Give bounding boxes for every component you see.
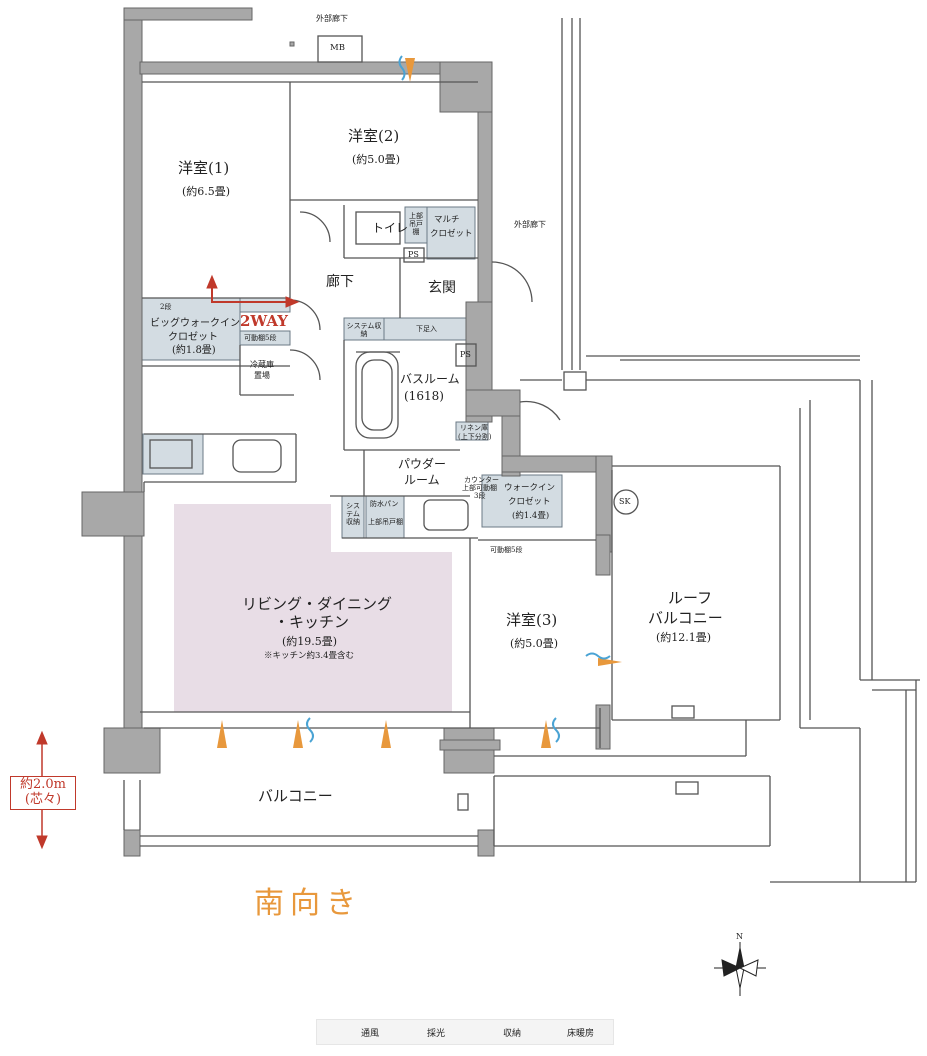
sk-label: SK (619, 497, 631, 506)
linen-label2: (上下分割) (458, 433, 492, 441)
room-western2-name: 洋室(2) (348, 127, 400, 145)
wic-size: (約1.4畳) (512, 511, 550, 521)
dimension-box: 約2.0m (芯々) (10, 776, 76, 810)
wic-label2: クロゼット (508, 497, 551, 507)
daylight-markers (217, 58, 622, 748)
shoe-box-label: 下足入 (416, 325, 437, 333)
two-way-arrow (206, 274, 300, 308)
walls (81, 7, 613, 857)
ps2-label: PS (460, 350, 471, 359)
legend-floor-heating: 床暖房 (567, 1029, 595, 1039)
hallway-name: 廊下 (326, 274, 354, 290)
linen-label1: リネン庫 (460, 424, 488, 432)
system-storage2-label: システム収納 (346, 502, 360, 527)
room-western2-size: (約5.0畳) (352, 153, 401, 166)
room-western1-size: (約6.5畳) (182, 185, 231, 198)
room-western3-size: (約5.0畳) (510, 637, 559, 650)
legend-daylight: 採光 (427, 1029, 446, 1039)
counter-label1: カウンター (464, 476, 499, 484)
compass-icon (714, 942, 766, 996)
floor-heating-area (174, 504, 452, 712)
waterproof-pan-label: 防水パン (370, 500, 399, 508)
orientation-label: 南向き (254, 886, 362, 921)
toilet-name: トイレ (372, 221, 409, 235)
big-wic-size: (約1.8畳) (172, 345, 216, 356)
ldk-name1: リビング・ダイニング (242, 595, 393, 613)
roof-balcony-name1: ルーフ (668, 589, 713, 607)
room-western3-name: 洋室(3) (506, 611, 558, 629)
outer-corridor-top: 外部廊下 (316, 14, 348, 23)
big-wic-label2: クロゼット (168, 332, 218, 343)
storage-areas (141, 206, 563, 539)
big-wic-shelf1: 2段 (160, 303, 172, 311)
room-western1-name: 洋室(1) (178, 159, 230, 177)
multi-closet-label2: クロゼット (430, 229, 473, 239)
upper-cabinet-label: 上部吊戸棚 (409, 212, 423, 237)
powder-name2: ルーム (404, 473, 440, 487)
system-storage-label: システム収納 (346, 322, 382, 339)
compass-north-label: N (736, 932, 743, 941)
counter-label2: 上部可動棚 (462, 484, 497, 492)
fridge-label2: 置場 (254, 371, 270, 380)
big-wic-shelf2: 可動棚5段 (244, 334, 277, 342)
roof-balcony-name2: バルコニー (648, 609, 723, 627)
outer-corridor-right: 外部廊下 (514, 220, 546, 229)
legend-ventilation: 通風 (361, 1029, 380, 1039)
balcony-name: バルコニー (258, 787, 333, 805)
wic-shelf: 可動棚5段 (490, 546, 523, 554)
roof-balcony-size: (約12.1畳) (656, 631, 712, 644)
ps1-label: PS (408, 250, 419, 259)
interior-lines (123, 18, 920, 883)
mb-label: MB (330, 43, 345, 53)
entrance-name: 玄関 (428, 280, 456, 296)
two-way-label: 2WAY (240, 312, 288, 330)
multi-closet-label1: マルチ (434, 215, 460, 225)
bathroom-size: (1618) (404, 389, 444, 403)
dimension-note: (芯々) (24, 792, 62, 807)
legend-storage: 収納 (503, 1029, 522, 1039)
wic-label1: ウォークイン (504, 483, 556, 493)
dimension-value: 約2.0m (19, 777, 66, 792)
ldk-note: ※キッチン約3.4畳含む (264, 651, 355, 661)
upper-cabinet2-label: 上部吊戸棚 (368, 518, 403, 526)
powder-name1: パウダー (398, 457, 447, 471)
ldk-size: (約19.5畳) (282, 635, 338, 648)
ldk-name2: ・キッチン (274, 613, 350, 631)
bathroom-name: バスルーム (400, 372, 460, 386)
legend: 通風 採光 収納 床暖房 (316, 1019, 614, 1045)
big-wic-label1: ビッグウォークイン (150, 318, 240, 329)
ventilation-markers (306, 55, 611, 743)
fridge-label1: 冷蔵庫 (250, 360, 274, 369)
counter-label3: 3段 (474, 492, 486, 500)
